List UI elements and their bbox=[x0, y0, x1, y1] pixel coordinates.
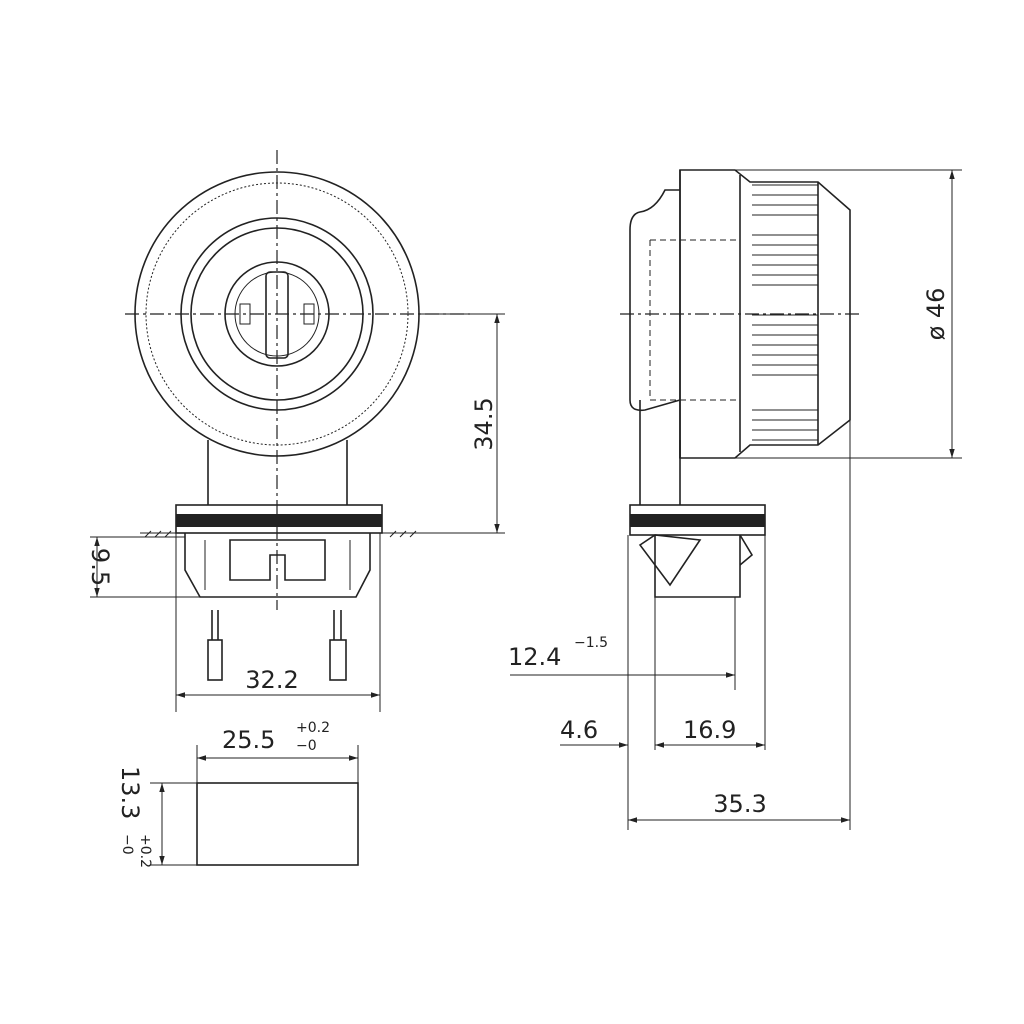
dim-flange-width: 32.2 bbox=[245, 666, 298, 694]
dim-overall-depth: 35.3 bbox=[713, 790, 766, 818]
dim-cutout-height: 13.3 bbox=[116, 766, 144, 819]
dim-cutout-height-tol-plus: +0.2 bbox=[137, 834, 153, 868]
dim-flange-thickness: 4.6 bbox=[560, 716, 598, 744]
dim-rear-depth: 16.9 bbox=[683, 716, 736, 744]
dim-height-center: 34.5 bbox=[470, 397, 498, 450]
dim-panel-range-tol: −1.5 bbox=[574, 635, 608, 651]
dim-cutout-width-tol-plus: +0.2 bbox=[296, 720, 330, 736]
dim-cutout-width-tol-minus: −0 bbox=[296, 738, 317, 754]
front-view bbox=[125, 150, 470, 681]
dim-panel-range: 12.4 bbox=[508, 643, 561, 671]
dim-cutout-height-tol-minus: −0 bbox=[119, 834, 135, 855]
panel-cutout bbox=[196, 782, 359, 866]
dim-diameter: ø 46 bbox=[922, 288, 950, 341]
dim-cutout-width: 25.5 bbox=[222, 726, 275, 754]
side-view bbox=[620, 169, 860, 598]
dimension-lines bbox=[90, 169, 962, 866]
dim-body-depth: 9.5 bbox=[86, 548, 114, 586]
